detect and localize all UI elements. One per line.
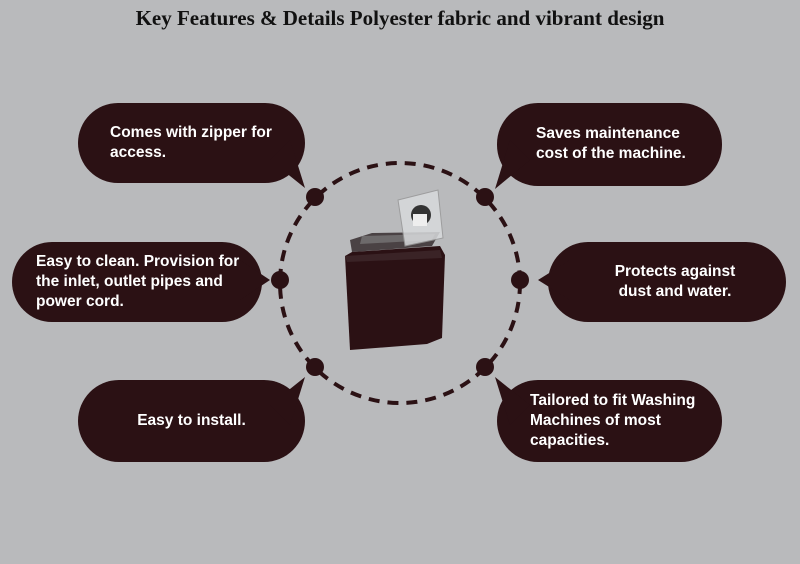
bubble-bottom-left	[78, 377, 305, 462]
connector-dot	[306, 188, 324, 206]
page-title: Key Features & Details Polyester fabric …	[135, 6, 665, 30]
feature-text-easy-install: Easy to install.	[137, 412, 246, 429]
feature-text-zipper: Comes with zipper for access.	[110, 124, 272, 161]
bubble-top-left	[78, 103, 305, 188]
bubble-top-right	[495, 103, 722, 189]
feature-text-maintenance: Saves maintenance cost of the machine.	[536, 125, 686, 162]
connector-dot	[476, 358, 494, 376]
connector-dot	[511, 271, 529, 289]
connector-dot	[271, 271, 289, 289]
feature-text-tailored: Tailored to fit Washing Machines of most…	[530, 392, 696, 449]
connector-dot	[306, 358, 324, 376]
bubble-middle-right	[538, 242, 786, 322]
bubble-bottom-right	[495, 377, 722, 462]
bubble-middle-left	[12, 242, 270, 322]
feature-text-easy-clean: Easy to clean. Provision for the inlet, …	[36, 253, 240, 310]
feature-text-protects: Protects against dust and water.	[614, 263, 736, 300]
connector-dot	[476, 188, 494, 206]
washing-machine-icon	[345, 189, 445, 350]
